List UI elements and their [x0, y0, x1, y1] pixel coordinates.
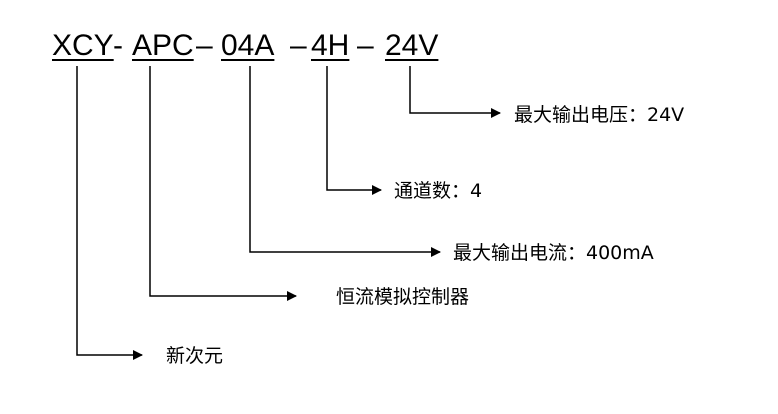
code-segment-current: 04A	[221, 29, 275, 62]
label-voltage: 最大输出电压：24V	[514, 104, 685, 126]
code-segment-voltage: 24V	[385, 29, 439, 62]
arrow-voltage	[409, 66, 501, 118]
label-channels: 通道数：4	[394, 180, 483, 202]
code-segment-type: APC	[132, 29, 194, 62]
label-brand: 新次元	[166, 345, 224, 367]
arrow-brand	[76, 66, 143, 360]
code-separator: –	[357, 29, 374, 62]
code-separator: -	[113, 29, 123, 62]
arrow-current	[249, 66, 441, 257]
arrow-channels	[326, 66, 382, 195]
label-current: 最大输出电流：400mA	[453, 242, 654, 264]
label-type: 恒流模拟控制器	[336, 286, 470, 308]
code-segment-channels: 4H	[311, 29, 350, 62]
code-separator: –	[196, 29, 213, 62]
code-separator: –	[290, 29, 307, 62]
arrow-type	[149, 66, 297, 301]
code-segment-brand: XCY	[52, 29, 114, 62]
